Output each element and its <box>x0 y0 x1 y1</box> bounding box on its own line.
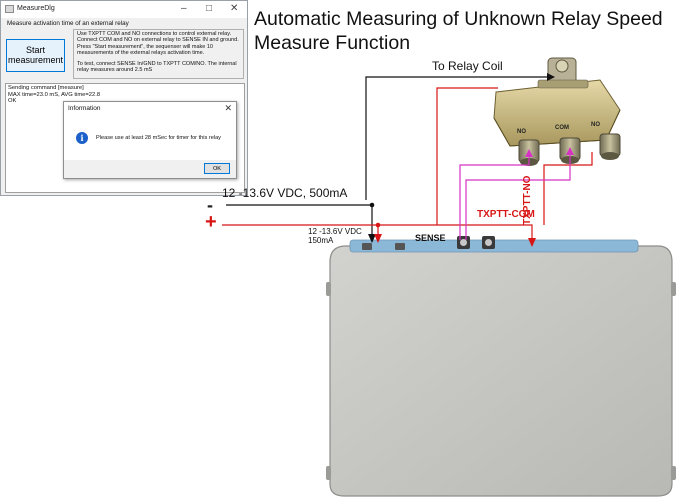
relay-com-mark: COM <box>555 125 569 131</box>
controller-box <box>326 240 676 496</box>
control-voltage-line: 12 -13.6V VDC <box>308 227 362 236</box>
sense-ground-wire <box>466 148 570 240</box>
sense-label: SENSE <box>415 233 446 243</box>
txptt-no-label: TXPTT-NO <box>522 176 533 225</box>
relay-no-mark: NO <box>591 122 600 128</box>
sense-wire <box>460 150 529 240</box>
txptt-jack[interactable] <box>482 236 495 249</box>
relay-coax-connector[interactable] <box>600 134 620 160</box>
supply-voltage-label: 12 -13.6V VDC, 500mA <box>222 186 347 200</box>
control-voltage-label: 12 -13.6V VDC 150mA <box>308 227 362 245</box>
relay-no-mark: NO <box>517 129 526 135</box>
red-relay-wire <box>437 88 498 225</box>
power-connector <box>395 243 405 250</box>
sense-jack[interactable] <box>457 236 470 249</box>
control-current-line: 150mA <box>308 236 362 245</box>
positive-sign: + <box>205 212 217 232</box>
relay-coil-label: To Relay Coil <box>432 59 503 73</box>
diagram-title-line: Measure Function <box>254 32 663 56</box>
junction-dot <box>376 223 381 228</box>
control-connector <box>362 243 372 250</box>
diagram-title: Automatic Measuring of Unknown Relay Spe… <box>254 8 663 55</box>
coaxial-relay: NO COM NO <box>494 58 620 146</box>
diagram-title-line: Automatic Measuring of Unknown Relay Spe… <box>254 8 663 32</box>
junction-dot <box>370 203 375 208</box>
